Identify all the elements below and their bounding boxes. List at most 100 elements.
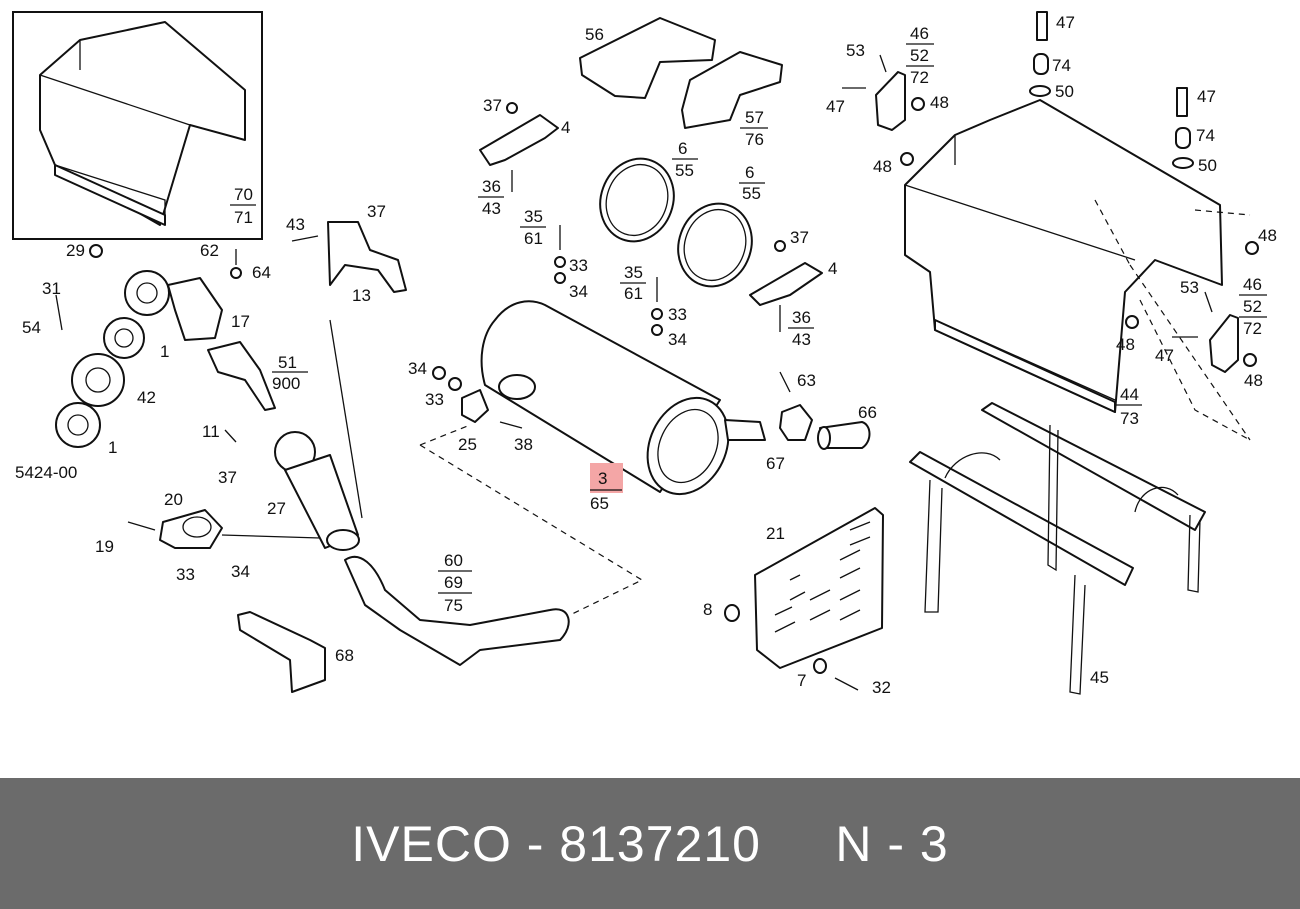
label-69: 69 <box>444 573 463 592</box>
flange-parts <box>55 244 276 448</box>
label-36-top: 36 <box>482 177 501 196</box>
label-35-right: 35 <box>624 263 643 282</box>
bracket-46-top <box>875 71 906 131</box>
label-4-top: 4 <box>561 118 570 137</box>
highlight-box <box>590 463 623 493</box>
label-71: 71 <box>234 208 253 227</box>
label-33-mid: 33 <box>425 390 444 409</box>
label-48-right-top: 48 <box>1258 226 1277 245</box>
label-25: 25 <box>458 435 477 454</box>
heat-shield-21 <box>754 507 884 669</box>
label-36-right: 36 <box>792 308 811 327</box>
label-48-top-right: 48 <box>930 93 949 112</box>
label-61-left: 61 <box>524 229 543 248</box>
sleeve-66 <box>819 421 871 449</box>
label-19: 19 <box>95 537 114 556</box>
label-7: 7 <box>797 671 806 690</box>
label-33-right: 33 <box>668 305 687 324</box>
label-42: 42 <box>137 388 156 407</box>
label-4-right: 4 <box>828 259 837 278</box>
bracket-46-right <box>1209 314 1239 373</box>
label-52-top: 52 <box>910 46 929 65</box>
muffler-3 <box>480 300 766 496</box>
label-1-lower: 1 <box>108 438 117 457</box>
inset-frame <box>12 11 263 240</box>
label-34-left: 34 <box>231 562 250 581</box>
label-55-left: 55 <box>675 161 694 180</box>
label-60: 60 <box>444 551 463 570</box>
label-75: 75 <box>444 596 463 615</box>
label-37-right: 37 <box>790 228 809 247</box>
label-48-top-left: 48 <box>873 157 892 176</box>
label-6-right: 6 <box>745 163 754 182</box>
label-31: 31 <box>42 279 61 298</box>
label-46-top: 46 <box>910 24 929 43</box>
label-73: 73 <box>1120 409 1139 428</box>
label-47-top-center: 47 <box>1056 13 1075 32</box>
label-11: 11 <box>202 422 220 441</box>
pipe-27 <box>274 431 360 551</box>
label-57: 57 <box>745 108 764 127</box>
plate-56 <box>579 17 716 99</box>
clamp-67 <box>779 404 813 441</box>
label-3-highlighted: 3 <box>598 469 607 488</box>
label-21: 21 <box>766 524 785 543</box>
label-74-right: 74 <box>1196 126 1215 145</box>
label-47-top-left: 47 <box>826 97 845 116</box>
label-72-right: 72 <box>1243 319 1262 338</box>
inset-cover-part <box>39 21 246 226</box>
label-43-left: 43 <box>286 215 305 234</box>
tail-pipe <box>344 555 570 666</box>
label-37-left: 37 <box>367 202 386 221</box>
label-56: 56 <box>585 25 604 44</box>
label-74-top: 74 <box>1052 56 1071 75</box>
label-34-right: 34 <box>668 330 687 349</box>
label-20: 20 <box>164 490 183 509</box>
label-70: 70 <box>234 185 253 204</box>
label-43-right: 43 <box>792 330 811 349</box>
label-29: 29 <box>66 241 85 260</box>
label-37-top: 37 <box>483 96 502 115</box>
hanger-4-top <box>479 114 559 166</box>
label-8: 8 <box>703 600 712 619</box>
label-62: 62 <box>200 241 219 260</box>
muffler-cover-44 <box>904 99 1223 413</box>
label-17: 17 <box>231 312 250 331</box>
label-68: 68 <box>335 646 354 665</box>
label-53-top: 53 <box>846 41 865 60</box>
exploded-view-drawing: 70 71 29 62 64 17 31 54 1 42 1 5424-00 5… <box>12 11 1277 697</box>
label-33-left: 33 <box>176 565 195 584</box>
bracket-68 <box>237 611 326 693</box>
label-53-right: 53 <box>1180 278 1199 297</box>
band-clamp-right <box>677 202 753 288</box>
label-54: 54 <box>22 318 41 337</box>
label-63: 63 <box>797 371 816 390</box>
label-55-right: 55 <box>742 184 761 203</box>
label-51: 51 <box>278 353 297 372</box>
label-48-center: 48 <box>1116 335 1135 354</box>
footer-bar: IVECO - 8137210 N - 3 <box>0 778 1300 909</box>
label-47-right-top: 47 <box>1197 87 1216 106</box>
label-50-right: 50 <box>1198 156 1217 175</box>
label-66: 66 <box>858 403 877 422</box>
label-35-left: 35 <box>524 207 543 226</box>
label-65: 65 <box>590 494 609 513</box>
label-43-top: 43 <box>482 199 501 218</box>
label-50-top: 50 <box>1055 82 1074 101</box>
label-76: 76 <box>745 130 764 149</box>
label-46-right: 46 <box>1243 275 1262 294</box>
label-6-left: 6 <box>678 139 687 158</box>
label-34-mid: 34 <box>408 359 427 378</box>
label-1-upper: 1 <box>160 342 169 361</box>
label-47-right: 47 <box>1155 346 1174 365</box>
hanger-4-right <box>749 262 823 306</box>
label-64: 64 <box>252 263 271 282</box>
label-67: 67 <box>766 454 785 473</box>
label-52-right: 52 <box>1243 297 1262 316</box>
label-61-right: 61 <box>624 284 643 303</box>
label-38: 38 <box>514 435 533 454</box>
parts-diagram: 70 71 29 62 64 17 31 54 1 42 1 5424-00 5… <box>12 11 1277 697</box>
bracket-13 <box>327 221 407 293</box>
label-45: 45 <box>1090 668 1109 687</box>
label-34-upper: 34 <box>569 282 588 301</box>
